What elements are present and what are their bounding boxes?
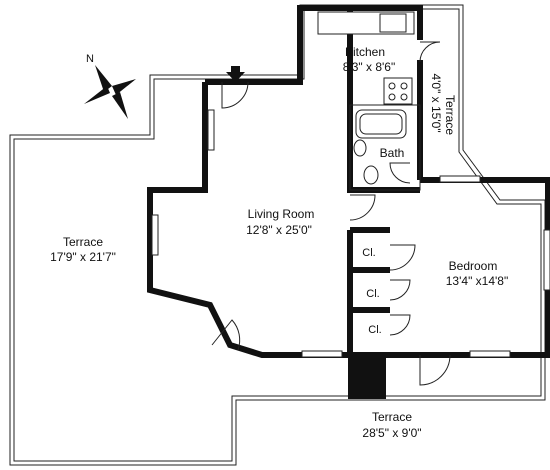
terrace-bottom-dims: 28'5" x 9'0" bbox=[362, 426, 421, 440]
burner bbox=[388, 82, 396, 90]
bedroom-door bbox=[389, 244, 416, 271]
closet-door bbox=[389, 314, 411, 336]
entry-door bbox=[221, 81, 249, 109]
kitchen-terrace-door bbox=[419, 41, 441, 63]
chimney-column bbox=[348, 357, 386, 399]
entry-arrow-icon bbox=[226, 66, 245, 82]
bedroom-dims: 13'4" x14'8" bbox=[446, 274, 508, 288]
bedroom-label: Bedroom bbox=[449, 259, 498, 273]
terrace-right-dims: 4'0" x 15'0" bbox=[429, 73, 443, 132]
bath-label: Bath bbox=[380, 146, 405, 160]
burner bbox=[400, 93, 408, 101]
sink bbox=[353, 139, 367, 157]
living-terrace-door bbox=[211, 319, 241, 351]
closet-label: Cl. bbox=[368, 324, 381, 336]
kitchen-label: Kitchen bbox=[345, 45, 385, 59]
window bbox=[543, 229, 550, 291]
compass-rose: N bbox=[84, 53, 136, 119]
bathtub-inner bbox=[359, 113, 403, 135]
terrace-right-label: Terrace bbox=[443, 95, 457, 135]
terrace-bottom-label: Terrace bbox=[372, 410, 412, 424]
terrace-outline bbox=[9, 4, 546, 466]
window bbox=[439, 175, 481, 183]
living-room-dims: 12'8" x 25'0" bbox=[246, 223, 312, 237]
kitchen-sink bbox=[379, 13, 407, 33]
window bbox=[151, 214, 159, 256]
compass-west-arrow bbox=[84, 86, 110, 104]
bath-door bbox=[389, 162, 411, 184]
burner bbox=[388, 93, 396, 101]
closet-label: Cl. bbox=[362, 247, 375, 259]
bedroom-terrace-door bbox=[419, 354, 451, 386]
toilet bbox=[363, 165, 379, 185]
window bbox=[469, 350, 511, 358]
compass-north-arrow bbox=[95, 65, 112, 92]
compass-north-label: N bbox=[86, 53, 94, 65]
stove bbox=[383, 77, 413, 105]
closet-label: Cl. bbox=[366, 288, 379, 300]
compass-south-arrow bbox=[112, 92, 128, 119]
terrace-left-dims: 17'9" x 21'7" bbox=[50, 250, 116, 264]
compass-east-arrow bbox=[112, 79, 136, 95]
closet-door bbox=[389, 279, 411, 301]
kitchen-dims: 8'3" x 8'6" bbox=[343, 60, 395, 74]
window bbox=[207, 109, 215, 151]
burner bbox=[400, 82, 408, 90]
window bbox=[301, 350, 343, 358]
living-room-label: Living Room bbox=[248, 207, 315, 221]
living-hall-door bbox=[349, 194, 376, 221]
bath-walls bbox=[349, 104, 421, 191]
terrace-left-label: Terrace bbox=[63, 235, 103, 249]
